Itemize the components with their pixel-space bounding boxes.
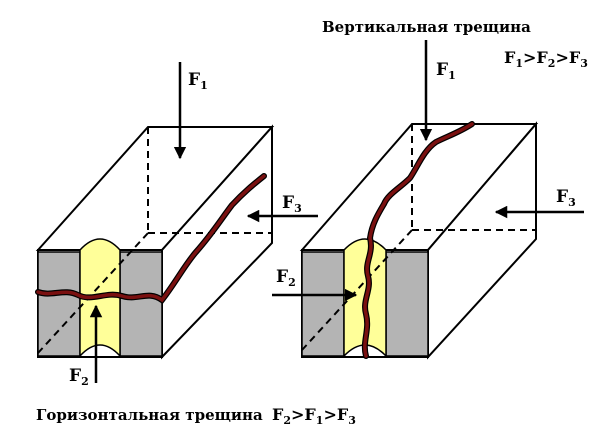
- left-f3-label: F3: [282, 193, 302, 215]
- horizontal-condition: F2>F1>F3: [272, 405, 356, 427]
- left-block: F1 F3 F2: [38, 62, 318, 388]
- right-block: F1 F3 F2: [272, 40, 584, 357]
- right-casing-right: [386, 252, 428, 356]
- horizontal-fracture-caption: Горизонтальная трещина: [36, 406, 263, 424]
- left-f2-label: F2: [69, 366, 89, 388]
- right-f2-label: F2: [276, 267, 296, 289]
- vertical-fracture-caption: Вертикальная трещина: [322, 18, 531, 36]
- right-casing-left: [302, 252, 344, 356]
- left-casing-right: [120, 252, 162, 356]
- right-f3-label: F3: [556, 187, 576, 209]
- left-casing-left: [38, 252, 80, 356]
- vertical-condition: F1>F2>F3: [504, 48, 588, 70]
- right-f1-label: F1: [436, 60, 456, 82]
- left-f1-label: F1: [188, 70, 208, 92]
